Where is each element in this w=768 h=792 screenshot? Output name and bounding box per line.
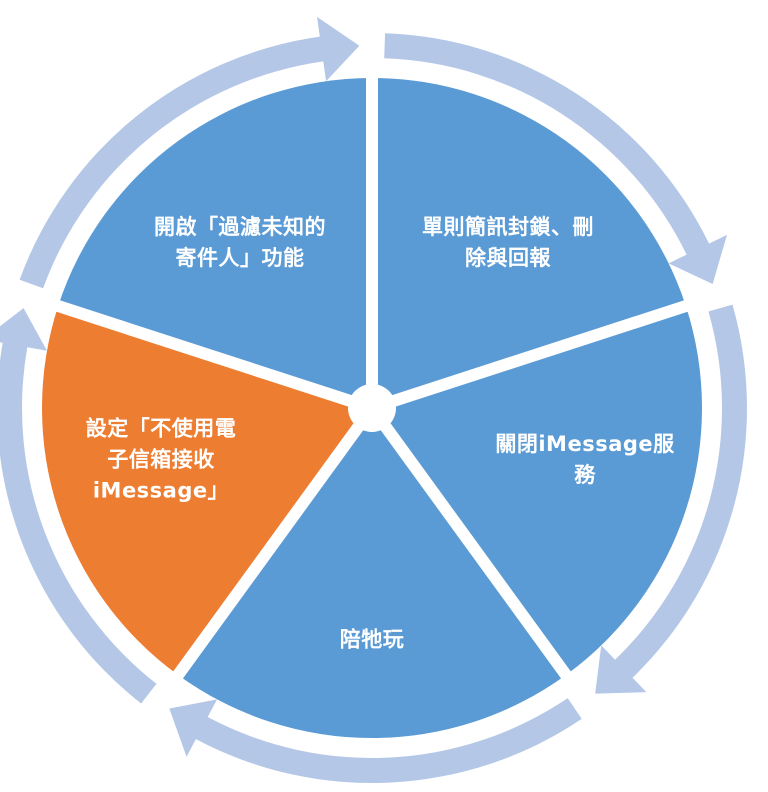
cycle-arrow-4 [0,308,157,704]
sector-disable-imessage [178,408,566,739]
center-hub [348,384,396,432]
step-label-play-with-it: 陪牠玩 [339,627,405,652]
step-label-no-email-imessage: 設定「不使用電 子信箱接收 iMessage」 [85,416,237,503]
sector-divider-3 [367,404,601,719]
step-label-block-delete-report: 單則簡訊封鎖、刪 除與回報 [422,214,594,270]
sector-play-with-it [41,306,372,675]
step-label-filter-unknown-senders: 開啟「過濾未知的 寄件人」功能 [154,214,326,270]
cycle-arrow-1 [384,33,728,285]
sector-block-delete-report [372,306,703,675]
step-label-disable-imessage: 關閉iMessage服 務 [495,431,675,487]
sector-divider-4 [143,404,377,719]
cycle-arrow-3 [169,698,582,784]
cycle-arrow-5 [19,16,360,289]
sector-divider-5 [8,284,374,414]
cycle-arrow-2 [595,304,747,694]
sector-divider-2 [370,284,736,414]
